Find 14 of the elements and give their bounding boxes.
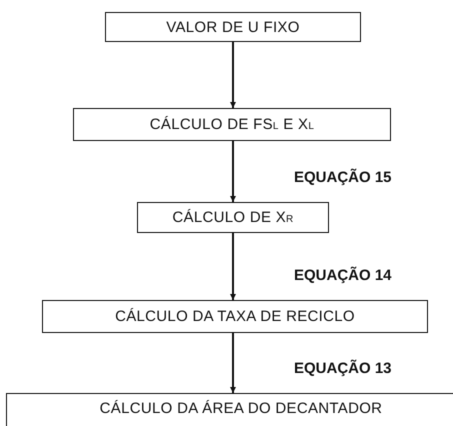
box-label: VALOR DE U FIXO bbox=[166, 18, 300, 36]
process-box bbox=[105, 12, 361, 42]
box-label: CÁLCULO DA TAXA DE RECICLO bbox=[115, 308, 355, 325]
edge-label: EQUAÇÃO 13 bbox=[294, 360, 392, 377]
arrow bbox=[230, 233, 236, 300]
edge-label: EQUAÇÃO 14 bbox=[294, 267, 392, 284]
edge-label: EQUAÇÃO 15 bbox=[294, 169, 392, 186]
arrow bbox=[230, 42, 236, 108]
arrow bbox=[230, 141, 236, 202]
box-label: CÁLCULO DA ÁREA DO DECANTADOR bbox=[100, 400, 382, 417]
arrow bbox=[230, 333, 236, 393]
process-box bbox=[42, 300, 428, 333]
process-box bbox=[137, 202, 329, 233]
process-box bbox=[73, 108, 391, 141]
